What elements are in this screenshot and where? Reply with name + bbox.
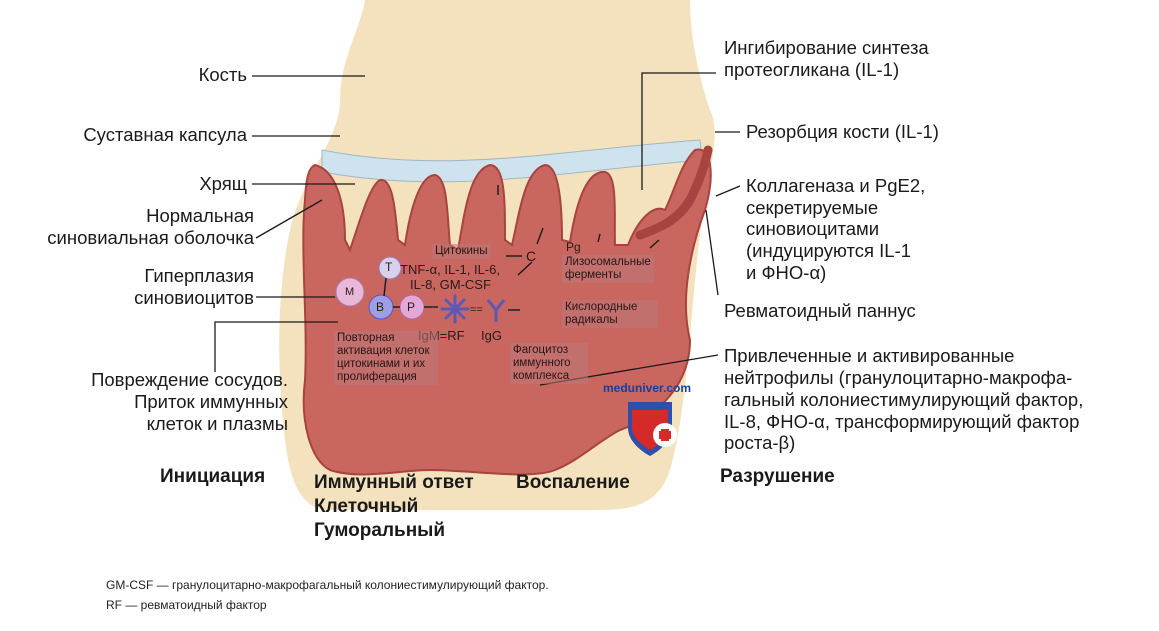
label-resorption: Резорбция кости (IL-1)	[746, 121, 939, 142]
box-oxygen-line-1: Кислородные	[565, 301, 638, 313]
box-phagocytosis: Фагоцитоз иммунного комплекса	[510, 343, 588, 384]
label-bone: Кость	[198, 64, 247, 85]
label-pannus: Ревматоидный паннус	[724, 300, 916, 321]
cell-c-label: C	[526, 248, 537, 264]
box-oxygen-line-2: радикалы	[565, 314, 618, 326]
cell-m-label: M	[345, 286, 355, 298]
label-neutro-3: гальный колониестимулирующий фактор,	[724, 389, 1084, 410]
label-vessel-3: клеток и плазмы	[146, 413, 288, 434]
box-reactivation-line-4: пролиферация	[337, 371, 417, 383]
label-vessel-1: Повреждение сосудов.	[91, 369, 288, 390]
label-normal-synovium-2: синовиальная оболочка	[47, 227, 254, 248]
label-inhibit-2: протеогликана (IL-1)	[724, 59, 900, 80]
label-neutro-4: IL-8, ФНО-α, трансформирующий фактор	[724, 411, 1080, 432]
stage-initiation: Инициация	[160, 466, 266, 487]
cell-p-label: P	[407, 300, 416, 314]
stage-immune-1: Иммунный ответ	[314, 472, 474, 493]
stage-immune-2: Клеточный	[314, 496, 419, 517]
watermark: meduniver.com	[603, 381, 692, 395]
shield-logo	[628, 402, 677, 456]
label-vessel-2: Приток иммунных	[134, 391, 288, 412]
igg-shape	[486, 299, 506, 322]
label-collagenase-3: синовиоцитами	[746, 218, 880, 239]
igg-label: IgG	[481, 328, 502, 343]
label-capsule: Суставная капсула	[83, 124, 247, 145]
stage-destruction: Разрушение	[720, 466, 835, 487]
label-cartilage: Хрящ	[199, 173, 247, 194]
cytokines-line-1: TNF-α, IL-1, IL-6,	[400, 262, 500, 277]
box-phago-line-2: иммунного	[513, 357, 571, 369]
antibody-cluster	[440, 294, 470, 324]
box-phago-line-1: Фагоцитоз	[513, 344, 569, 356]
pg-label: Pg	[566, 240, 581, 254]
cell-m	[335, 277, 365, 307]
label-hyperplasia-2: синовиоцитов	[134, 287, 254, 308]
box-lysosomal-line-2: ферменты	[565, 269, 622, 281]
label-neutro-1: Привлеченные и активированные	[724, 345, 1015, 366]
box-cytokines: Цитокины	[432, 244, 491, 259]
label-hyperplasia-1: Гиперплазия	[144, 265, 254, 286]
box-lysosomal-line-1: Лизосомальные	[565, 256, 651, 268]
label-collagenase-4: (индуцируются IL-1	[746, 240, 912, 261]
cell-b-label: B	[376, 300, 385, 314]
cell-t	[378, 256, 402, 280]
box-reactivation-line-3: цитокинами и их	[337, 358, 426, 370]
footnote-1: GM-CSF — гранулоцитарно-макрофагальный к…	[106, 578, 549, 592]
box-lysosomal: Лизосомальные ферменты	[562, 255, 654, 283]
pannus	[635, 145, 713, 240]
cytokines-line-2: IL-8, GM-CSF	[410, 277, 491, 292]
cell-t-label: T	[385, 260, 393, 274]
label-collagenase-2: секретируемые	[746, 197, 879, 218]
label-collagenase-1: Коллагеназа и PgE2,	[746, 175, 926, 196]
label-collagenase-5: и ФНО-α)	[746, 262, 827, 283]
equal-sign: ==	[470, 304, 483, 316]
box-reactivation: Повторная активация клеток цитокинами и …	[334, 331, 438, 385]
box-oxygen: Кислородные радикалы	[562, 300, 658, 328]
synovium-body	[302, 148, 712, 476]
box-phago-line-3: комплекса	[513, 370, 570, 382]
label-neutro-5: роста-β)	[724, 432, 796, 453]
label-inhibit-1: Ингибирование синтеза	[724, 37, 929, 58]
footnote-2: RF — ревматоидный фактор	[106, 598, 267, 612]
stage-inflammation: Воспаление	[516, 472, 630, 493]
box-reactivation-line-1: Повторная	[337, 332, 395, 344]
label-neutro-2: нейтрофилы (гранулоцитарно-макрофа-	[724, 367, 1073, 388]
label-normal-synovium-1: Нормальная	[146, 205, 254, 226]
stage-immune-3: Гуморальный	[314, 520, 446, 541]
box-reactivation-line-2: активация клеток	[337, 345, 430, 357]
